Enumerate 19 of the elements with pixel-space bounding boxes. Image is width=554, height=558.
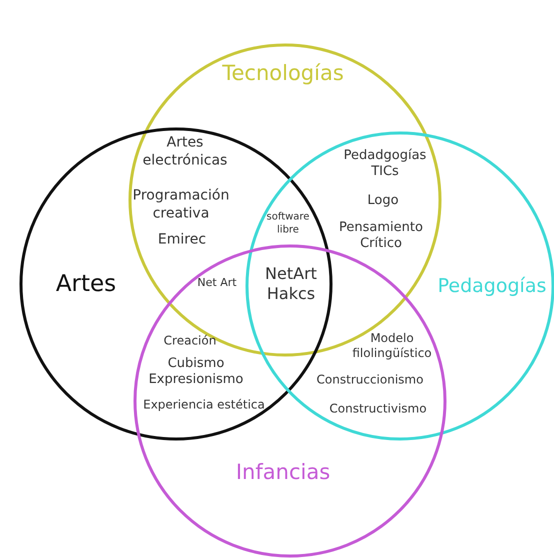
region-label: Net Art <box>196 276 238 290</box>
region-label: Modelo filolingüístico <box>351 331 433 361</box>
set-title: Tecnologías <box>222 61 344 85</box>
set-title: Infancias <box>236 460 330 484</box>
region-label: Logo <box>366 192 400 210</box>
region-label: Emirec <box>156 231 208 249</box>
region-label: Artes electrónicas <box>142 134 228 170</box>
region-label: Programación creativa <box>132 188 230 222</box>
region-label: Construccionismo <box>316 372 424 388</box>
set-title: Pedagogías <box>438 275 546 297</box>
set-title: Artes <box>56 271 116 297</box>
region-label: NetArt Hakcs <box>264 264 318 304</box>
region-label: Cubismo Expresionismo <box>148 356 244 388</box>
region-label: Constructivismo <box>328 402 428 416</box>
region-label: Pensamiento Crítico <box>338 220 424 252</box>
region-label: software libre <box>266 212 310 236</box>
region-label: Pedadgogías TICs <box>342 148 428 180</box>
region-label: Experiencia estética <box>142 398 266 412</box>
region-label: Creación <box>162 334 218 348</box>
